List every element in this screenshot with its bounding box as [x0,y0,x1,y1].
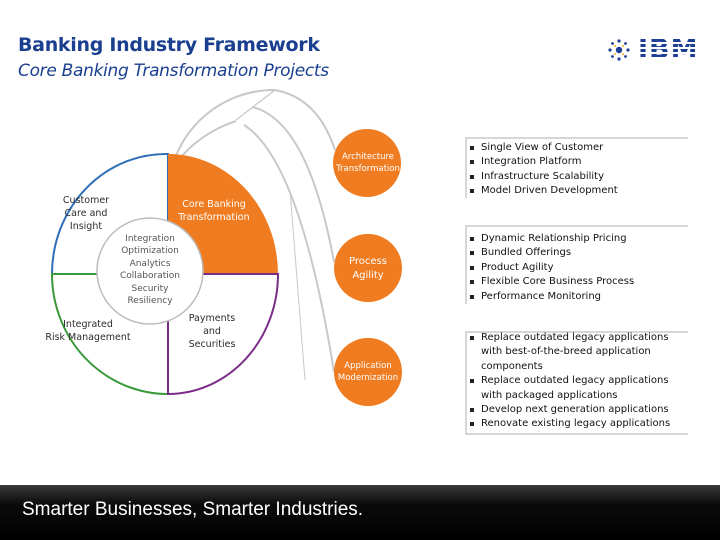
circle-application [334,338,402,406]
label-application-modernization: Application Modernization [337,361,399,383]
label-core-banking: Core Banking Transformation [178,199,250,223]
footer-banner: Smarter Businesses, Smarter Industries. [0,485,720,540]
globe-icon [608,39,630,61]
label-payments: Payments and Securities [188,313,236,350]
list-item: Replace outdated legacy applications wit… [470,374,675,403]
page-title: Banking Industry Framework [18,34,320,56]
list-item: Dynamic Relationship Pricing [470,232,685,246]
list-item: Replace outdated legacy applications wit… [470,331,675,374]
ibm-logo: IBM [602,34,702,66]
center-circle [96,217,204,325]
circle-process [334,234,402,302]
bullets-architecture: Single View of Customer Integration Plat… [470,141,685,199]
list-item: Performance Monitoring [470,290,685,304]
ibm-wordmark: IBM [638,34,699,65]
label-process-agility: Process Agility [349,256,387,281]
list-item: Flexible Core Business Process [470,275,685,289]
page-subtitle: Core Banking Transformation Projects [18,61,329,81]
list-item: Product Agility [470,261,685,275]
bullets-process-agility: Dynamic Relationship Pricing Bundled Off… [470,232,685,304]
label-integrated-risk: Integrated Risk Management [45,319,131,343]
label-customer-care: Customer Care and Insight [62,195,110,232]
list-item: Single View of Customer [470,141,685,155]
center-capabilities-list: Integration Optimization Analytics Colla… [120,234,180,307]
list-item: Model Driven Development [470,184,685,198]
bullets-application-modernization: Replace outdated legacy applications wit… [470,331,675,432]
footer-tagline: Smarter Businesses, Smarter Industries. [22,499,364,520]
quadrant-payments [167,273,280,396]
label-architecture: Architecture Transformation [336,152,400,174]
circle-architecture [333,129,401,197]
list-item: Infrastructure Scalability [470,170,685,184]
list-item: Bundled Offerings [470,246,685,260]
bullet-brackets [465,137,688,435]
list-item: Integration Platform [470,155,685,169]
list-item: Renovate existing legacy applications [470,417,675,431]
list-item: Develop next generation applications [470,403,675,417]
